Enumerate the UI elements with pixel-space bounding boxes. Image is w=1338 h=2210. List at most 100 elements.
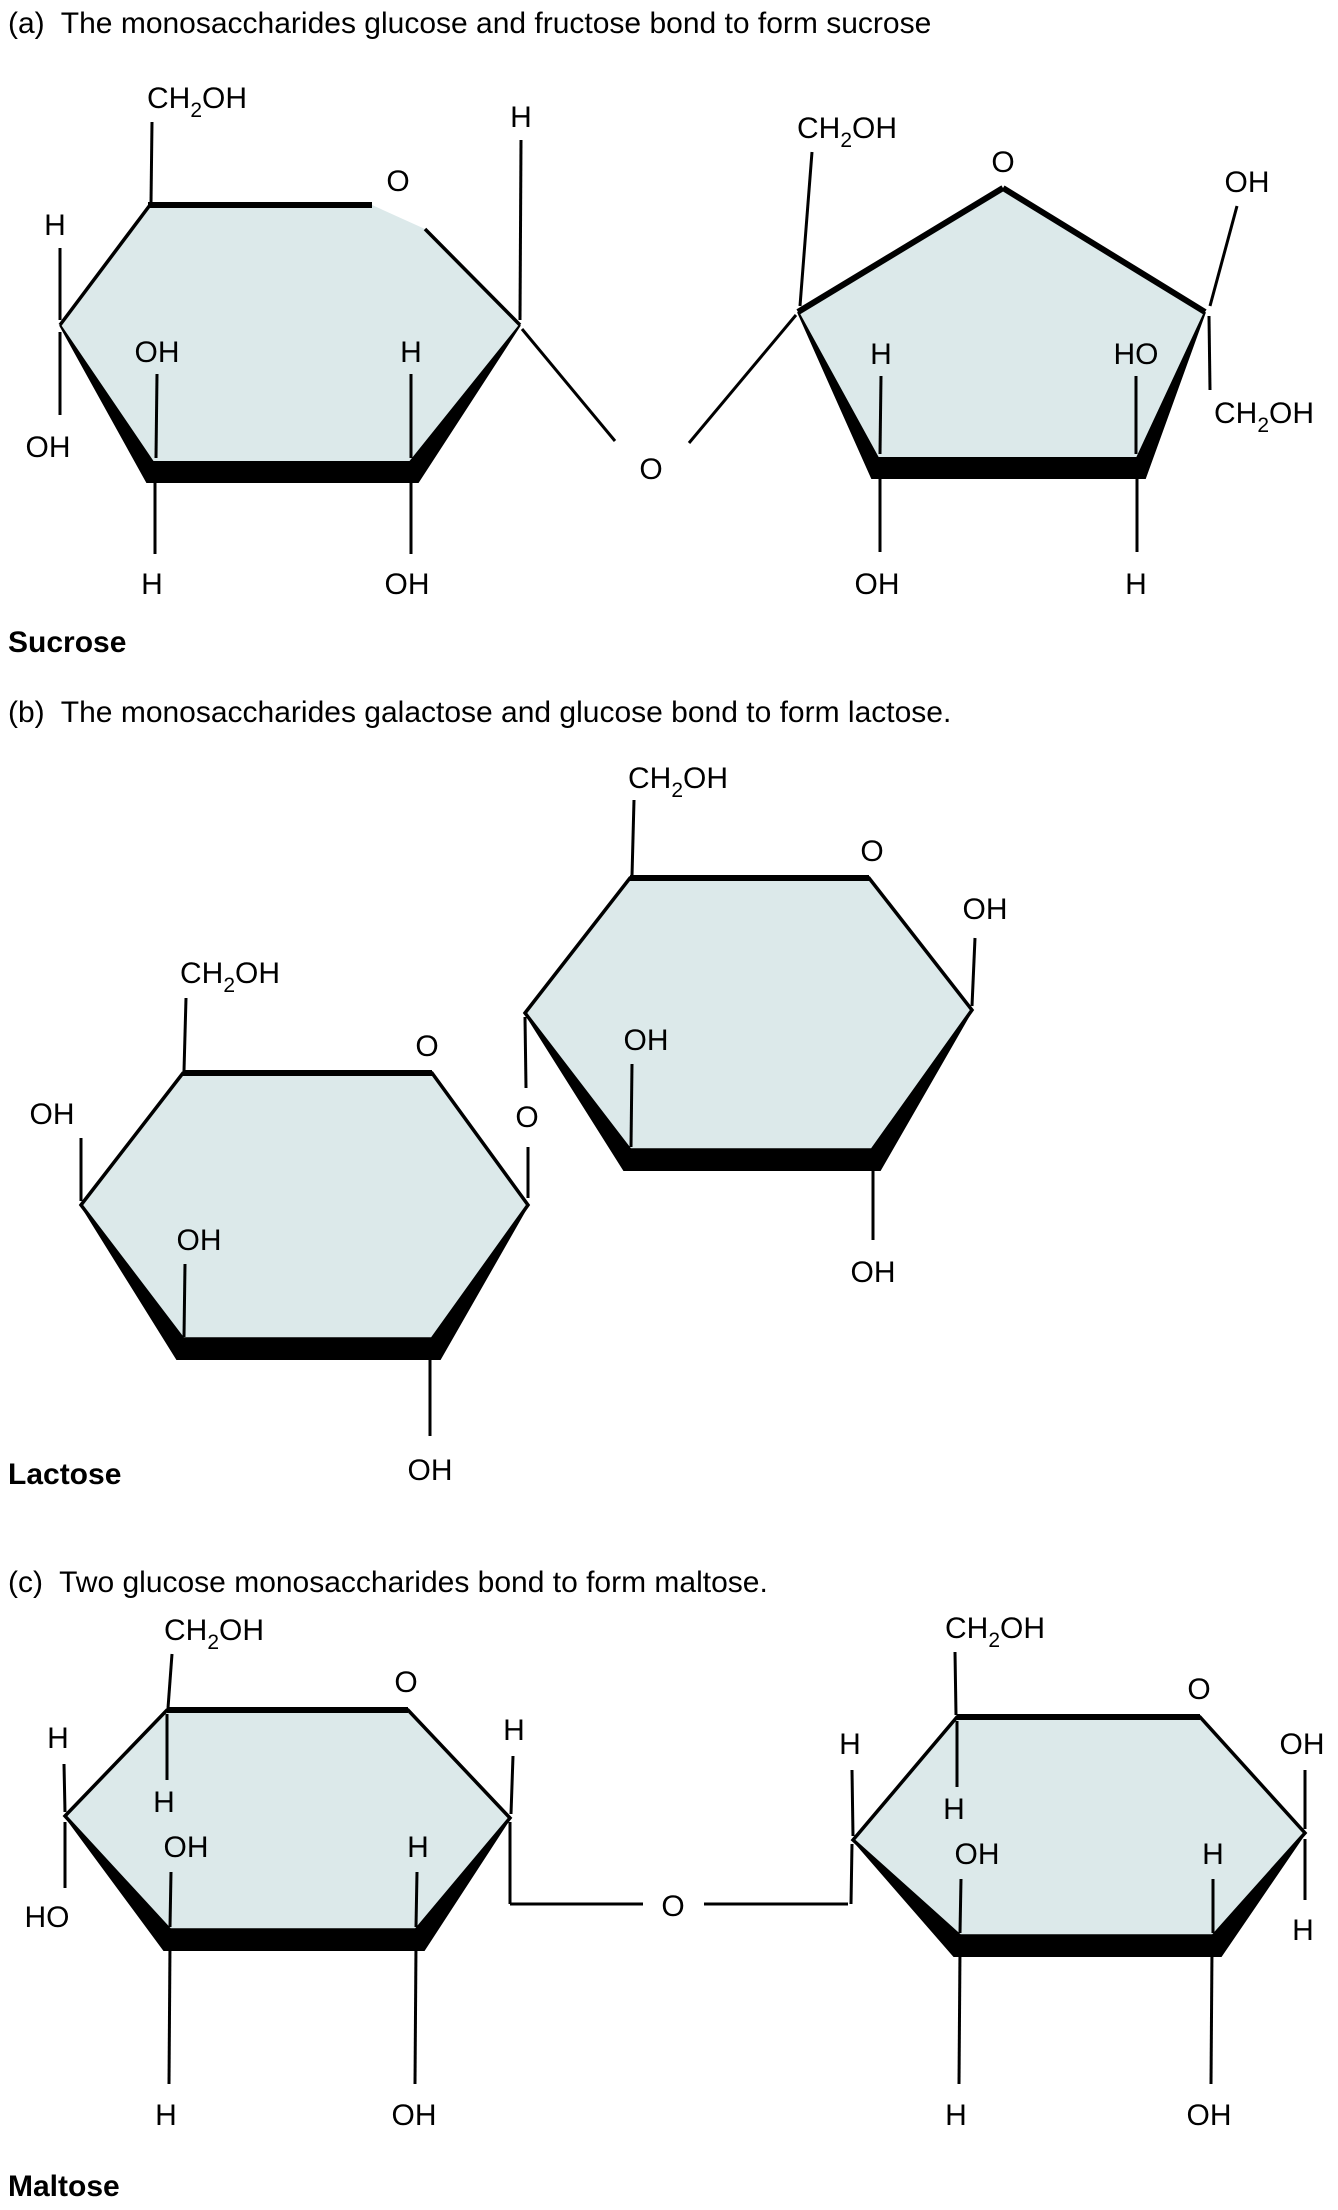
lactose-product-label: Lactose [8, 1458, 121, 1491]
ring-edge-top [1001, 185, 1207, 315]
bond [1207, 315, 1212, 391]
bond [413, 1942, 418, 2085]
bond [154, 373, 159, 459]
lactose-galactose-ch2oh-label: CH2OH [180, 957, 280, 997]
lactose-glucose-bonds [629, 799, 977, 1240]
oh-label: OH [164, 1831, 209, 1864]
bond [629, 1063, 634, 1148]
sucrose-fructose-ch2oh-right-label: CH2OH [1214, 397, 1314, 437]
bond [958, 1878, 963, 1934]
oh-label: OH [624, 1024, 669, 1057]
sucrose-fructose-ch2oh-top-label: CH2OH [797, 112, 897, 152]
oh-label: OH [963, 893, 1008, 926]
bond [414, 1871, 419, 1928]
maltose-glucose-left-ch2oh-label: CH2OH [164, 1614, 264, 1654]
bond [1208, 205, 1239, 307]
oh-label: OH [408, 1454, 453, 1487]
h-label: H [407, 1831, 429, 1864]
bond [182, 1263, 187, 1338]
h-label: H [1292, 1914, 1314, 1947]
ring-wedge [59, 324, 521, 483]
bond [518, 139, 523, 321]
h-label: H [141, 568, 163, 601]
oh-label: OH [1280, 1728, 1325, 1761]
bond [850, 1769, 855, 1837]
ring-wedge [797, 311, 1206, 479]
oh-label: OH [855, 568, 900, 601]
maltose-glucose-left-ring: O [62, 1666, 513, 1951]
maltose-product-label: Maltose [8, 2170, 120, 2203]
h-label: H [503, 1714, 525, 1747]
sucrose-fructose-bonds [798, 151, 1239, 552]
oh-label: OH [955, 1838, 1000, 1871]
oh-label: OH [135, 336, 180, 369]
bond [523, 1016, 528, 1089]
h-label: H [400, 336, 422, 369]
ring-wedge [80, 1204, 529, 1360]
bond [953, 1651, 958, 1716]
ring-oxygen-label: O [415, 1030, 438, 1063]
glycosidic-oxygen-label: O [661, 1890, 684, 1923]
bond [878, 375, 883, 455]
section-a: (a) The monosaccharides glucose and fruc… [8, 7, 1314, 659]
h-label: H [510, 101, 532, 134]
ring-oxygen-label: O [991, 146, 1014, 179]
h-label: H [44, 209, 66, 242]
ring-oxygen-label: O [1187, 1673, 1210, 1706]
bond [957, 1947, 962, 2085]
maltose-glycosidic-bond: O [508, 1822, 854, 1923]
bond [182, 997, 188, 1072]
sucrose-glucose-ring: O [58, 165, 522, 483]
glycosidic-oxygen-label: O [515, 1101, 538, 1134]
bond [687, 314, 798, 444]
h-label: H [943, 1793, 965, 1826]
maltose-glucose-right-ch2oh-label: CH2OH [945, 1612, 1045, 1652]
h-label: H [153, 1786, 175, 1819]
section-b-title: (b) The monosaccharides galactose and gl… [8, 696, 951, 729]
ring-fill [798, 188, 1205, 458]
bond [62, 1763, 67, 1813]
sucrose-glucose-bonds [58, 121, 523, 554]
section-c-title: (c) Two glucose monosaccharides bond to … [8, 1566, 768, 1599]
bond [520, 328, 617, 442]
lactose-glucose-ring: O [522, 835, 975, 1171]
sucrose-product-label: Sucrose [8, 626, 126, 659]
bond [970, 937, 977, 1007]
section-b: (b) The monosaccharides galactose and gl… [8, 696, 1008, 1491]
h-label: H [870, 338, 892, 371]
bond [167, 1942, 172, 2085]
oh-label: OH [385, 568, 430, 601]
ho-label: HO [1114, 338, 1159, 371]
bond [630, 799, 636, 877]
ho-label: HO [25, 1901, 70, 1934]
bond [168, 1871, 173, 1928]
lactose-glucose-ch2oh-label: CH2OH [628, 762, 728, 802]
ring-oxygen-label: O [394, 1666, 417, 1699]
bond [849, 1843, 854, 1905]
oh-label: OH [1225, 166, 1270, 199]
ring-wedge [852, 1832, 1306, 1957]
glycosidic-oxygen-label: O [639, 453, 662, 486]
h-label: H [1202, 1838, 1224, 1871]
maltose-glucose-right-ring: O [850, 1673, 1308, 1957]
sucrose-glycosidic-bond: O [520, 314, 798, 486]
ring-oxygen-label: O [386, 165, 409, 198]
oh-label: OH [851, 1256, 896, 1289]
bond [509, 1755, 515, 1815]
section-c: (c) Two glucose monosaccharides bond to … [8, 1566, 1325, 2203]
ring-edge [58, 203, 152, 327]
sucrose-fructose-ring: O [796, 146, 1207, 479]
section-a-title: (a) The monosaccharides glucose and fruc… [8, 7, 931, 40]
ring-edge-top [796, 185, 1005, 315]
bond [1209, 1947, 1214, 2085]
lactose-galactose-bonds [79, 997, 432, 1436]
h-label: H [1125, 568, 1147, 601]
oh-label: OH [30, 1098, 75, 1131]
maltose-glucose-right-bonds [850, 1651, 1307, 2085]
bond [149, 121, 154, 204]
h-label: H [945, 2099, 967, 2132]
h-label: H [47, 1722, 69, 1755]
maltose-glucose-left-bonds [62, 1653, 515, 2085]
ring-wedge [524, 1009, 973, 1171]
